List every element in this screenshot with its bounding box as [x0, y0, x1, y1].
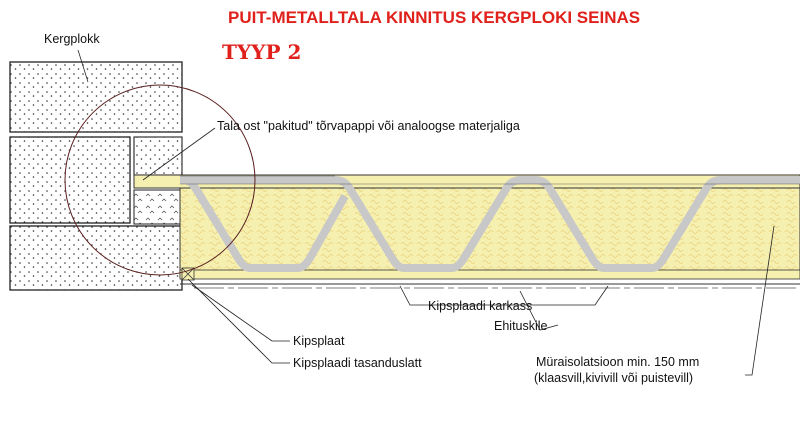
drawing-subtitle: TYYP 2 — [222, 40, 302, 64]
label-beam-note: Tala ost "pakitud" tõrvapappi või analoo… — [217, 119, 520, 133]
label-frame: Kipsplaadi karkass — [428, 299, 533, 313]
detail-circle — [64, 84, 256, 276]
batten-cross-x — [181, 267, 195, 281]
block-leader — [77, 49, 89, 83]
label-insulation: Müraisolatsioon min. 150 mm — [536, 355, 700, 369]
steel-profile-left-wave — [184, 176, 349, 272]
beam-pocket-wool — [133, 189, 181, 225]
label-block: Kergplokk — [44, 32, 100, 46]
batten-leader — [187, 278, 290, 364]
beam-pocket-top — [133, 136, 183, 176]
block-top — [9, 61, 183, 133]
label-batten: Kipsplaadi tasanduslatt — [293, 356, 422, 370]
lower-strip — [179, 269, 800, 280]
block-mid — [9, 136, 131, 224]
block-wall — [9, 61, 183, 291]
steel-profile — [180, 176, 800, 272]
frame-leader — [399, 285, 609, 306]
beam-note-leader — [142, 127, 216, 181]
steel-profile-outline — [180, 175, 800, 185]
vapor-leader — [519, 290, 559, 331]
block-bottom — [9, 225, 183, 291]
insulation-leader — [745, 225, 775, 376]
drawing-title: PUIT-METALLTALA KINNITUS KERGPLOKI SEINA… — [228, 8, 641, 27]
leader-lines — [77, 49, 775, 376]
label-board: Kipsplaat — [293, 334, 345, 348]
label-vapor: Ehituskile — [494, 319, 548, 333]
board-leader — [191, 284, 290, 342]
label-insulation-detail: (klaasvill,kivivill või puistevill) — [534, 371, 694, 385]
